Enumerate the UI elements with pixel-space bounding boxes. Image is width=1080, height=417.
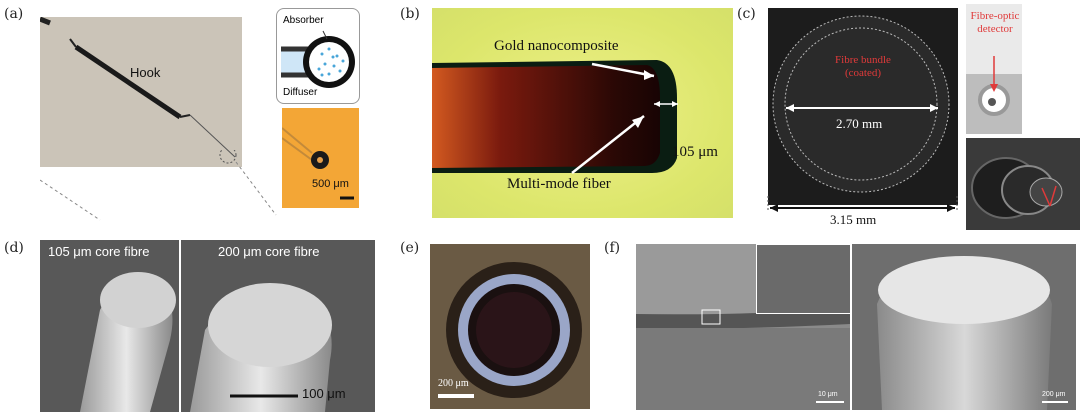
fibre-bundle-line1: Fibre bundle (835, 54, 891, 66)
bundle-cross-section (772, 15, 950, 193)
inner-diameter-label: 2.70 mm (836, 116, 883, 131)
panel-c-photo: Fibre bundle (coated) 2.70 mm (768, 8, 958, 205)
fiber-tip-micrograph (281, 127, 354, 200)
microscope-image: 500 μm (281, 108, 359, 208)
detector-line1: Fibre-optic (970, 10, 1020, 22)
absorber-label: Absorber (283, 15, 324, 26)
scale-100um: 100 μm (302, 386, 346, 401)
diffuser-label: Diffuser (283, 87, 318, 98)
dimension-105um: 105 μm (672, 144, 718, 160)
panel-d-photo: 105 μm core fibre 200 μm core fibre 100 … (40, 240, 375, 412)
panel-f-left-photo: 10 μm (636, 244, 850, 410)
detector-line2: detector (977, 23, 1013, 35)
scale-500um: 500 μm (312, 178, 349, 190)
connector-illustration (966, 138, 1080, 230)
panel-d-label: (d) (4, 240, 24, 256)
zoom-lines (40, 150, 277, 221)
absorber-diagram: Absorber Diffuser (276, 8, 360, 104)
inset-zoom (756, 244, 850, 314)
outer-diameter-label: 3.15 mm (830, 212, 877, 227)
panel-f-right-photo: 200 μm (852, 244, 1076, 410)
outer-dimension-arrow (767, 196, 958, 212)
core-200-label: 200 μm core fibre (218, 244, 320, 259)
sem-fibres (80, 240, 332, 412)
panel-c-label: (c) (737, 6, 756, 22)
sem-fibre-end (877, 256, 1068, 410)
scale-200um-f: 200 μm (1042, 391, 1066, 398)
panel-e-photo: 200 μm (430, 244, 590, 409)
fibre-bundle-label: Fibre bundle (coated) (818, 54, 908, 80)
panel-b-photo: Gold nanocomposite Multi-mode fiber 105 … (432, 8, 733, 218)
hook-wire-illustration (39, 16, 236, 158)
fiber-tip-optical (432, 60, 678, 174)
hook-label: Hook (130, 65, 161, 80)
fiber-tip-illustration (281, 30, 355, 88)
panel-f-label: (f) (604, 240, 621, 256)
panel-a-photo: Hook (39, 16, 242, 167)
fibre-bundle-line2: (coated) (844, 67, 882, 79)
detector-tip (966, 56, 1022, 134)
fibre-optic-detector-label: Fibre-optic detector (960, 10, 1030, 36)
panel-a-label: (a) (4, 6, 24, 22)
connector-photo (966, 138, 1080, 230)
detector-photo: Fibre-optic detector (966, 4, 1022, 134)
gold-nanocomposite-label: Gold nanocomposite (494, 38, 619, 54)
scale-200um-e: 200 μm (438, 378, 469, 389)
multimode-fiber-label: Multi-mode fiber (507, 176, 611, 192)
coated-fibre-end (438, 262, 582, 398)
core-105-label: 105 μm core fibre (48, 244, 150, 259)
panel-b-label: (b) (400, 6, 420, 22)
panel-e-label: (e) (400, 240, 420, 256)
scale-10um: 10 μm (818, 391, 838, 398)
